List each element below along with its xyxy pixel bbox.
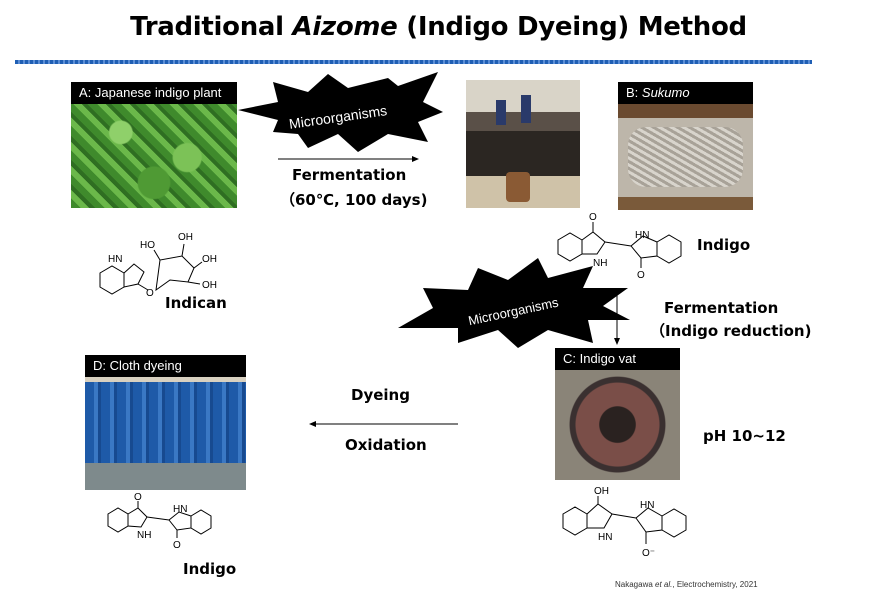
- photo-caption: B: Sukumo: [618, 82, 753, 104]
- fermentation-conditions: （60℃, 100 days): [280, 191, 428, 209]
- svg-text:HN: HN: [640, 500, 654, 511]
- photo-caption: C: Indigo vat: [555, 348, 680, 370]
- svg-text:OH: OH: [594, 486, 609, 497]
- leuco-indigo-structure: OH HN HN O⁻: [562, 486, 687, 559]
- dyeing-label: Dyeing: [351, 386, 410, 404]
- citation: Nakagawa et al., Electrochemistry, 2021: [615, 580, 758, 589]
- fermentation-conditions: （Indigo reduction): [650, 322, 812, 340]
- arrow-left: [309, 421, 458, 427]
- svg-text:HN: HN: [635, 230, 649, 241]
- svg-text:O: O: [134, 492, 142, 503]
- indigo-structure: O NH HN O: [107, 492, 212, 551]
- svg-text:HN: HN: [598, 532, 612, 543]
- arrow-down: [614, 288, 620, 345]
- svg-text:OH: OH: [178, 232, 193, 243]
- photo-sukumo: B: Sukumo: [618, 82, 753, 210]
- oxidation-label: Oxidation: [345, 436, 427, 454]
- svg-text:OH: OH: [202, 280, 217, 291]
- microorganisms-starburst: Microorganisms: [238, 72, 443, 152]
- photo-fermentation-workers: [466, 80, 580, 208]
- svg-text:HO: HO: [140, 240, 155, 251]
- svg-text:NH: NH: [593, 258, 607, 269]
- ph-label: pH 10~12: [703, 427, 786, 445]
- indican-structure: HN O HO OH OH OH: [99, 232, 217, 298]
- svg-text:O: O: [146, 288, 154, 298]
- arrow-right: [278, 156, 419, 162]
- photo-indigo-vat: C: Indigo vat: [555, 348, 680, 480]
- svg-text:NH: NH: [137, 530, 151, 541]
- fermentation-label: Fermentation: [292, 166, 407, 184]
- microorganisms-starburst: Microorganisms: [398, 258, 630, 348]
- indigo-structure: O NH HN O: [557, 212, 682, 280]
- page-title: Traditional Aizome (Indigo Dyeing) Metho…: [130, 12, 747, 42]
- svg-text:O: O: [589, 212, 597, 223]
- svg-text:O: O: [173, 540, 181, 551]
- svg-text:O: O: [637, 270, 645, 280]
- photo-caption: A: Japanese indigo plant: [71, 82, 237, 104]
- svg-text:HN: HN: [108, 254, 122, 265]
- svg-text:HN: HN: [173, 504, 187, 515]
- photo-cloth-dyeing: D: Cloth dyeing: [85, 355, 246, 490]
- photo-caption: D: Cloth dyeing: [85, 355, 246, 377]
- photo-indigo-plant: A: Japanese indigo plant: [71, 82, 237, 208]
- indican-label: Indican: [165, 294, 227, 312]
- indigo-label-top: Indigo: [697, 236, 751, 254]
- svg-text:O⁻: O⁻: [642, 548, 655, 559]
- title-divider: [15, 60, 812, 64]
- svg-text:OH: OH: [202, 254, 217, 265]
- indigo-label-bottom: Indigo: [183, 560, 237, 578]
- fermentation-label: Fermentation: [664, 299, 779, 317]
